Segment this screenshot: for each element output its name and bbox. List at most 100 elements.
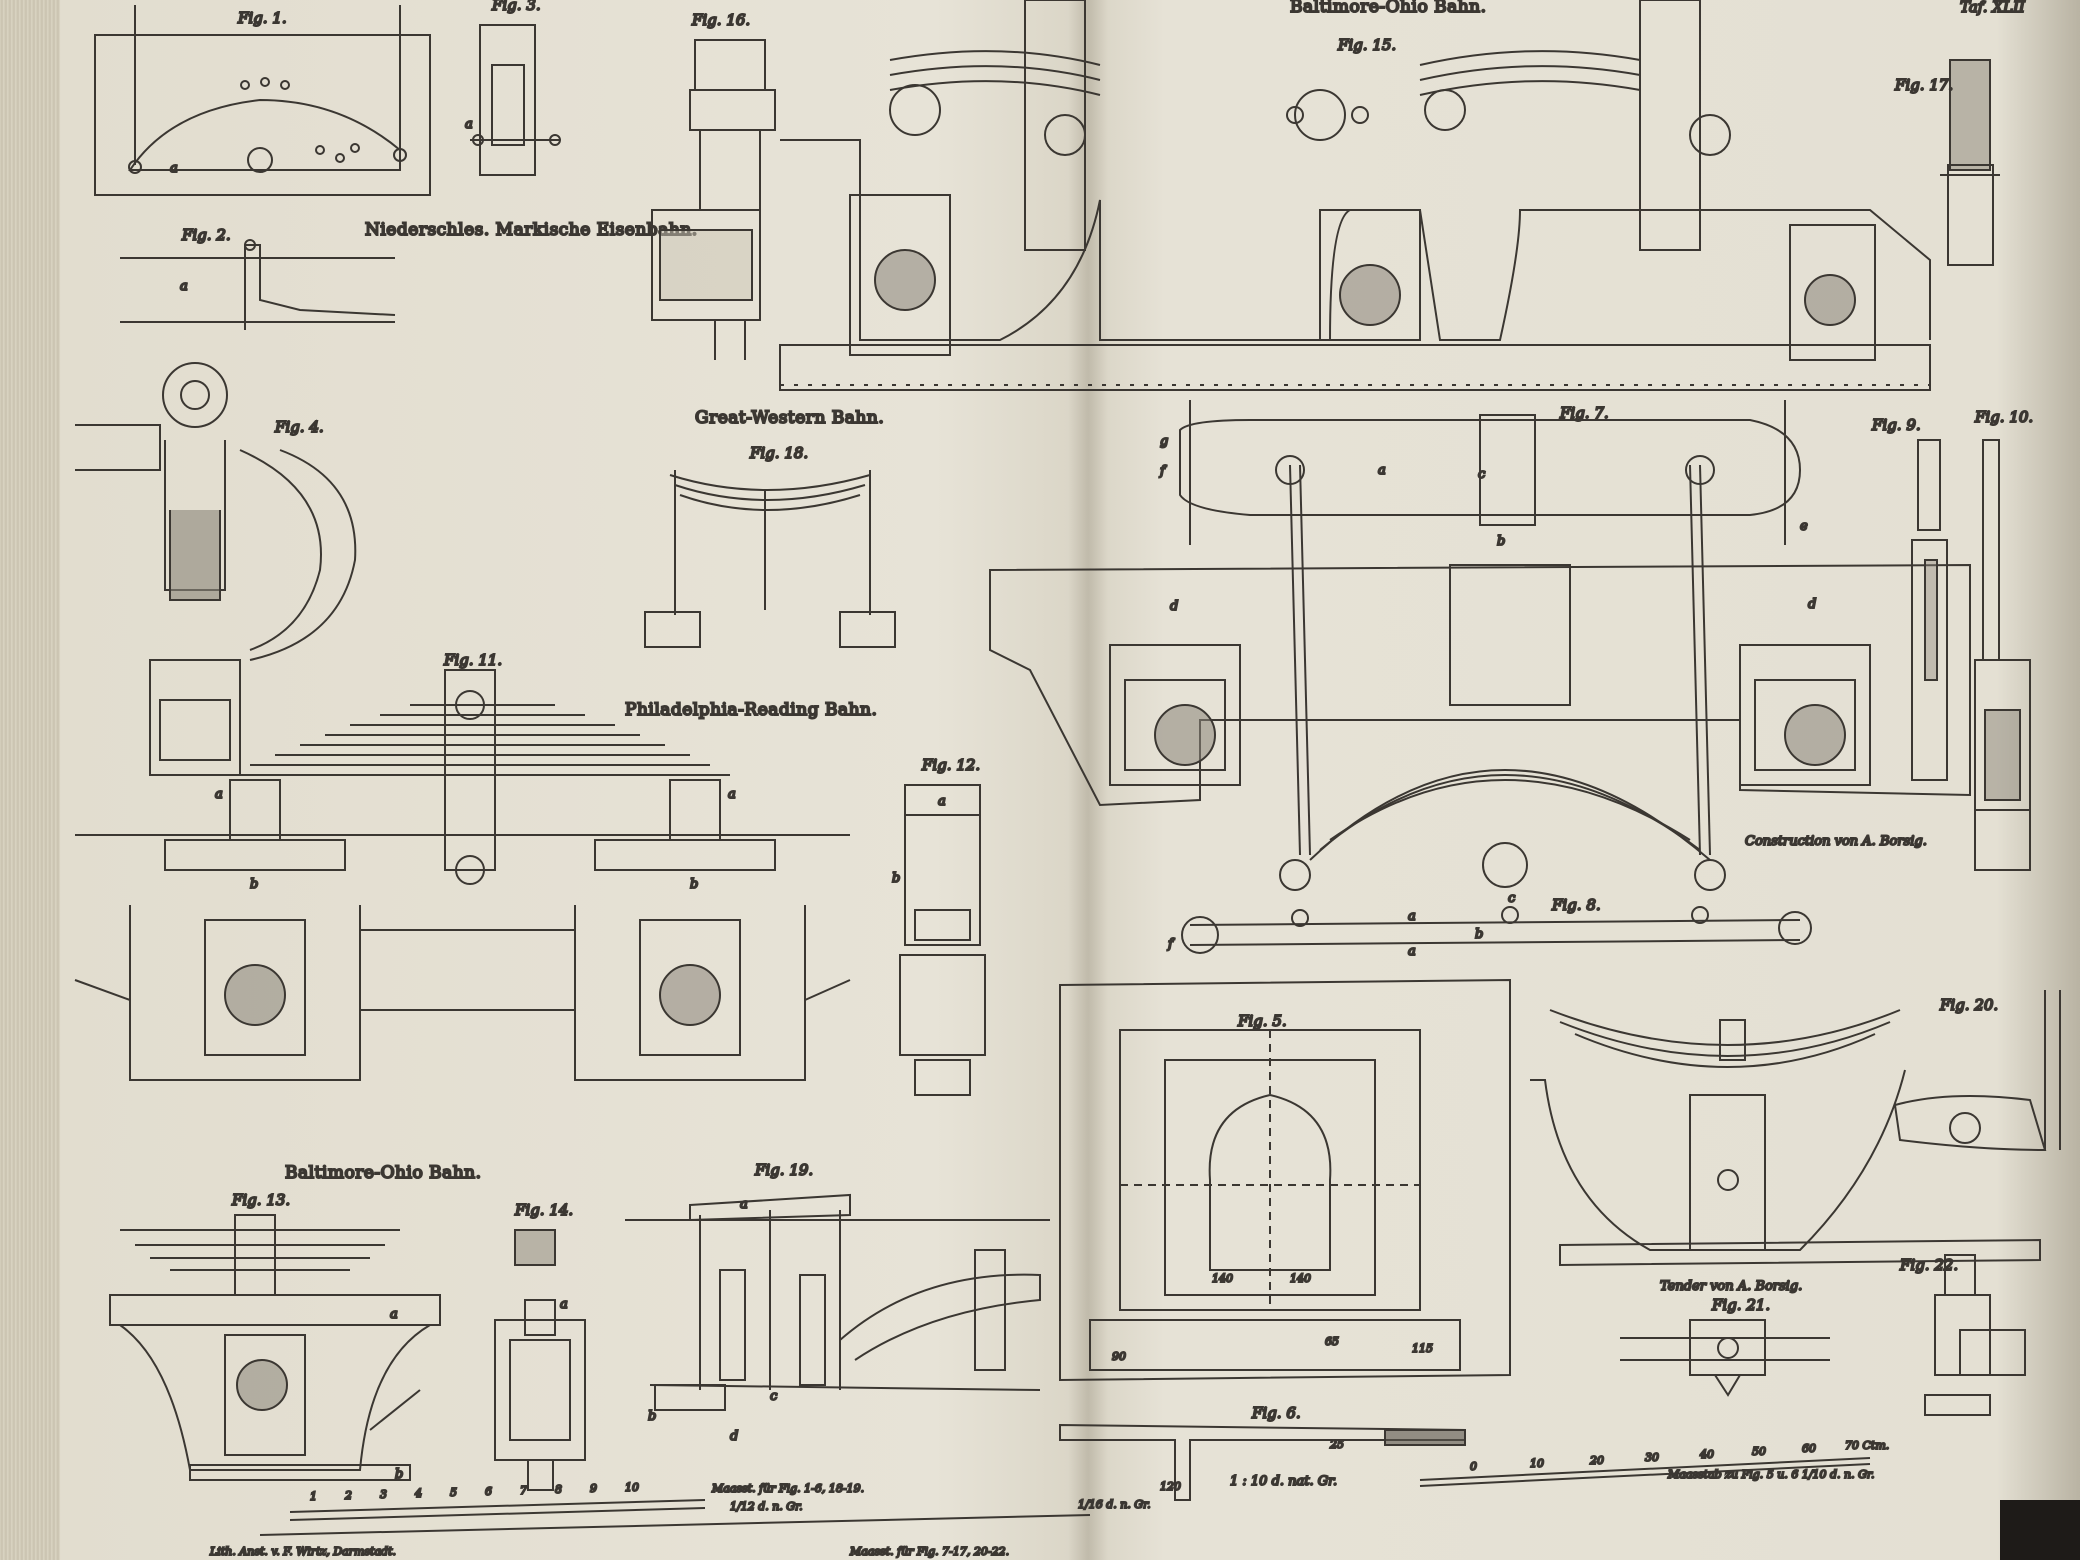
fig9-drawing xyxy=(1911,439,1948,781)
label-borsig-construction: Construction von A. Borsig. xyxy=(1745,834,1927,849)
fig11-drawing xyxy=(74,669,851,1081)
fig12-label: Fig. 12. xyxy=(921,756,980,774)
title-philadelphia: Philadelphia-Reading Bahn. xyxy=(625,700,877,720)
fig2-drawing xyxy=(120,239,396,330)
fig13-letter-a: a xyxy=(390,1307,398,1322)
fig7-letter-d: d xyxy=(1170,599,1178,614)
fig5-drawing xyxy=(1059,978,1511,1382)
fig5-label: Fig. 5. xyxy=(1237,1012,1287,1030)
svg-text:60: 60 xyxy=(1802,1442,1816,1455)
plate-number: Taf. XLII xyxy=(1960,0,2026,16)
fig10-label: Fig. 10. xyxy=(1974,408,2033,426)
fig12-letter-b: b xyxy=(892,871,900,886)
fig7-letter-g: g xyxy=(1160,434,1168,449)
title-niederschles: Niederschles. Markische Eisenbahn. xyxy=(365,220,698,240)
scale-right-ticks: 0 10 20 30 40 50 60 70 Ctm. xyxy=(1469,1438,1890,1474)
fig4-drawing xyxy=(75,362,357,776)
fig7-letter-c: c xyxy=(1478,467,1486,482)
svg-text:20: 20 xyxy=(1589,1454,1604,1467)
svg-text:0: 0 xyxy=(1470,1460,1477,1473)
fig8-label: Fig. 8. xyxy=(1551,896,1601,914)
fig5-dim-90: 90 xyxy=(1112,1350,1126,1363)
background-corner xyxy=(2000,1500,2080,1560)
fig6-dim-25: 25 xyxy=(1329,1438,1344,1451)
fig7-letter-b: b xyxy=(1497,534,1505,549)
fig9-label: Fig. 9. xyxy=(1871,416,1921,434)
fig19-letter-a: a xyxy=(740,1197,748,1212)
fig3-drawing xyxy=(470,24,561,176)
svg-text:70 Ctm.: 70 Ctm. xyxy=(1845,1439,1889,1452)
fig19-letter-c: c xyxy=(770,1389,778,1404)
svg-text:1: 1 xyxy=(310,1490,317,1503)
fig15-label: Fig. 15. xyxy=(1337,36,1396,54)
svg-text:40: 40 xyxy=(1699,1448,1714,1461)
fig11-letter-a2: a xyxy=(728,787,736,802)
fig5-dim-115: 115 xyxy=(1412,1342,1433,1355)
fig16-label: Fig. 16. xyxy=(691,11,750,29)
fig15-drawing xyxy=(779,0,1931,391)
scale-fig1-ratio: 1/12 d. n. Gr. xyxy=(730,1500,803,1513)
scale-fig7-label: Maasst. für Fig. 7-17, 20-22. xyxy=(849,1545,1009,1558)
fig13-drawing xyxy=(109,1214,441,1481)
svg-text:6: 6 xyxy=(485,1485,492,1498)
fig14-letter-a: a xyxy=(560,1297,568,1312)
fig18-drawing xyxy=(644,470,896,648)
scale-left-ticks: 1 2 3 4 5 6 7 8 9 10 xyxy=(309,1480,640,1504)
svg-text:8: 8 xyxy=(555,1483,562,1496)
fig21-drawing xyxy=(1620,1319,1830,1397)
fig20-label: Fig. 20. xyxy=(1939,996,1998,1014)
fig14-label: Fig. 14. xyxy=(514,1201,573,1219)
svg-text:10: 10 xyxy=(1530,1457,1544,1470)
fig20-drawing xyxy=(1530,990,2061,1267)
fig19-label: Fig. 19. xyxy=(754,1161,813,1179)
svg-text:9: 9 xyxy=(590,1482,597,1495)
scale-fig5-label: Maasstab zu Fig. 5 u. 6 1/10 d. n. Gr. xyxy=(1667,1468,1874,1481)
fig19-letter-d: d xyxy=(730,1429,738,1444)
fig5-dim-140b: 140 xyxy=(1290,1272,1311,1285)
svg-text:7: 7 xyxy=(520,1484,527,1497)
scale-fig7-ratio: 1/16 d. n. Gr. xyxy=(1078,1498,1151,1511)
scale-fig6: 1 : 10 d. nat. Gr. xyxy=(1230,1474,1337,1489)
label-tender-borsig: Tender von A. Borsig. xyxy=(1660,1279,1802,1294)
fig4-label: Fig. 4. xyxy=(274,418,324,436)
title-baltimore-bottom: Baltimore-Ohio Bahn. xyxy=(285,1163,482,1183)
fig13-letter-b: b xyxy=(395,1467,403,1482)
fig1-label: Fig. 1. xyxy=(237,9,287,27)
fig12-letter-a: a xyxy=(938,794,946,809)
fig14-drawing xyxy=(494,1229,586,1491)
fig5-dim-140: 140 xyxy=(1212,1272,1233,1285)
imprint: Lith. Anst. v. F. Wirtz, Darmstadt. xyxy=(209,1545,396,1558)
fig8-letter-a: a xyxy=(1408,909,1416,924)
fig7-letter-e: e xyxy=(1800,519,1808,534)
fig19-drawing xyxy=(625,1193,1050,1411)
fig12-drawing xyxy=(899,784,986,1096)
fig6-drawing xyxy=(1059,1423,1466,1501)
fig2-letter-a: a xyxy=(180,279,188,294)
svg-text:10: 10 xyxy=(625,1481,639,1494)
fig1-drawing xyxy=(94,5,431,196)
fig3-label: Fig. 3. xyxy=(491,0,541,14)
scale-bar-right xyxy=(1419,1457,1871,1487)
svg-text:5: 5 xyxy=(450,1486,457,1499)
scale-fig1-label: Maasst. für Fig. 1-6, 18-19. xyxy=(711,1482,864,1495)
fig7-letter-a: a xyxy=(1378,463,1386,478)
fig17-label: Fig. 17. xyxy=(1894,76,1953,94)
fig21-label: Fig. 21. xyxy=(1711,1296,1770,1314)
svg-text:4: 4 xyxy=(414,1487,422,1500)
fig6-label: Fig. 6. xyxy=(1251,1404,1301,1422)
fig3-letter-a: a xyxy=(465,117,473,132)
fig22-drawing xyxy=(1924,1254,2026,1416)
fig1-letter-a: a xyxy=(170,161,178,176)
svg-text:2: 2 xyxy=(344,1489,352,1502)
fig13-label: Fig. 13. xyxy=(231,1191,290,1209)
fig11-letter-b: b xyxy=(250,877,258,892)
page-edge xyxy=(0,0,60,1560)
fig8-letter-c: c xyxy=(1508,891,1516,906)
fig10-drawing xyxy=(1974,439,2031,871)
fig18-label: Fig. 18. xyxy=(749,444,808,462)
svg-text:3: 3 xyxy=(380,1488,387,1501)
svg-text:50: 50 xyxy=(1752,1445,1766,1458)
fig17-drawing xyxy=(1940,59,2000,266)
fig7-label: Fig. 7. xyxy=(1559,404,1609,422)
